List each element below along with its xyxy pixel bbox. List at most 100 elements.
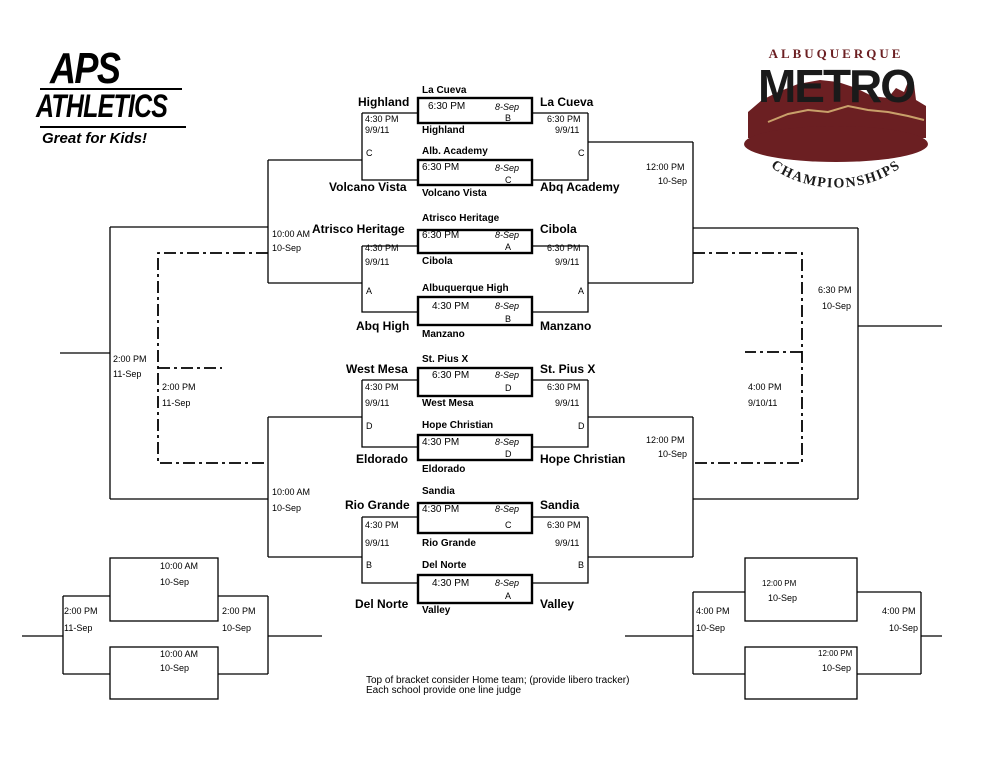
team-sandia: Sandia <box>540 498 580 512</box>
team-abq-academy: Abq Academy <box>540 180 620 194</box>
round2-date: 10-Sep <box>272 243 302 253</box>
aps-logo-tagline: Great for Kids! <box>42 130 148 147</box>
center-court: C <box>505 520 512 530</box>
note-line-judge: Each school provide one line judge <box>366 685 522 696</box>
match-time: 4:30 PM <box>365 382 399 392</box>
center-top-team: Albuquerque High <box>422 283 509 294</box>
match-date: 9/9/11 <box>555 398 580 408</box>
team-la-cueva: La Cueva <box>540 95 594 109</box>
center-bottom-team: Volcano Vista <box>422 188 487 199</box>
metro-logo-top: ALBUQUERQUE <box>769 46 904 61</box>
match-time: 4:30 PM <box>365 243 399 253</box>
match-court: C <box>578 148 585 158</box>
small-right-left-date: 10-Sep <box>696 623 726 633</box>
round2-date: 10-Sep <box>272 503 302 513</box>
center-top-team: Del Norte <box>422 560 467 571</box>
match-date: 9/9/11 <box>555 125 580 135</box>
small-right-left-time: 4:00 PM <box>696 606 730 616</box>
team-abq-high: Abq High <box>356 319 410 333</box>
center-date: 8-Sep <box>495 102 520 112</box>
round2-time: 10:00 AM <box>272 229 311 239</box>
match-court: C <box>366 148 373 158</box>
center-court: D <box>505 449 512 459</box>
center-date: 8-Sep <box>495 504 520 514</box>
small-left-top-time: 10:00 AM <box>160 561 199 571</box>
center-date: 8-Sep <box>495 437 520 447</box>
center-date: 8-Sep <box>495 163 520 173</box>
small-right-top-date: 10-Sep <box>768 593 798 603</box>
center-time: 4:30 PM <box>432 301 470 312</box>
center-court: A <box>505 242 512 252</box>
match-date: 9/9/11 <box>365 538 390 548</box>
center-top-team: Atrisco Heritage <box>422 213 500 224</box>
metro-championships-logo: ALBUQUERQUE METRO CHAMPIONSHIPS <box>728 40 944 198</box>
small-right-bottom-date: 10-Sep <box>822 663 852 673</box>
match-court: A <box>578 286 585 296</box>
consolation-date: 11-Sep <box>162 398 191 408</box>
center-date: 8-Sep <box>495 301 520 311</box>
aps-logo-rule-2 <box>40 126 186 128</box>
match-time: 6:30 PM <box>547 520 581 530</box>
right-consolation-date: 9/10/11 <box>748 398 778 408</box>
aps-athletics-logo: APS ATHLETICS Great for Kids! <box>36 44 186 154</box>
small-left-right-time: 2:00 PM <box>222 606 256 616</box>
center-time: 4:30 PM <box>432 578 470 589</box>
small-left-bottom-date: 10-Sep <box>160 663 190 673</box>
center-bottom-team: West Mesa <box>422 398 474 409</box>
match-date: 9/9/11 <box>365 257 390 267</box>
center-date: 8-Sep <box>495 230 520 240</box>
match-time: 4:30 PM <box>365 114 399 124</box>
match-court: D <box>366 421 373 431</box>
center-court: D <box>505 383 512 393</box>
team-cibola: Cibola <box>540 222 577 236</box>
team-hope-christian: Hope Christian <box>540 452 626 466</box>
match-court: B <box>366 560 373 570</box>
center-court: B <box>505 113 512 123</box>
small-left-bottom-time: 10:00 AM <box>160 649 199 659</box>
team-highland: Highland <box>358 95 410 109</box>
round2-time: 10:00 AM <box>272 487 311 497</box>
center-time: 6:30 PM <box>428 101 466 112</box>
team-manzano: Manzano <box>540 319 592 333</box>
center-bottom-team: Eldorado <box>422 464 466 475</box>
center-time: 4:30 PM <box>422 504 460 515</box>
small-right-top-time: 12:00 PM <box>762 579 797 588</box>
match-court: D <box>578 421 585 431</box>
center-time: 6:30 PM <box>422 162 460 173</box>
aps-logo-line2: ATHLETICS <box>36 88 168 124</box>
final-time: 2:00 PM <box>113 354 147 364</box>
match-date: 9/9/11 <box>365 398 390 408</box>
final-date: 11-Sep <box>113 369 142 379</box>
metro-logo-arc: CHAMPIONSHIPS <box>768 158 903 192</box>
center-top-team: St. Pius X <box>422 354 469 365</box>
team-atrisco-heritage: Atrisco Heritage <box>312 222 405 236</box>
aps-logo-line1: APS <box>50 44 121 93</box>
team-west-mesa: West Mesa <box>346 362 408 376</box>
team-rio-grande: Rio Grande <box>345 498 410 512</box>
metro-logo-main: METRO <box>758 60 914 112</box>
match-time: 6:30 PM <box>547 243 581 253</box>
round2-date: 10-Sep <box>658 449 688 459</box>
small-left-final-date: 11-Sep <box>64 623 93 633</box>
center-top-team: La Cueva <box>422 85 467 96</box>
round2-date: 10-Sep <box>658 176 688 186</box>
center-bottom-team: Manzano <box>422 329 465 340</box>
round2-time: 12:00 PM <box>646 162 685 172</box>
center-court: C <box>505 175 512 185</box>
team-del-norte: Del Norte <box>355 597 409 611</box>
small-right-right-time: 4:00 PM <box>882 606 916 616</box>
center-top-team: Hope Christian <box>422 420 494 431</box>
center-date: 8-Sep <box>495 370 520 380</box>
small-right-right-date: 10-Sep <box>889 623 919 633</box>
team-eldorado: Eldorado <box>356 452 409 466</box>
match-date: 9/9/11 <box>555 538 580 548</box>
team-st-pius-x: St. Pius X <box>540 362 596 376</box>
center-bottom-team: Highland <box>422 125 465 136</box>
right-final-time: 6:30 PM <box>818 285 852 295</box>
team-valley: Valley <box>540 597 575 611</box>
center-top-team: Sandia <box>422 486 455 497</box>
match-date: 9/9/11 <box>555 257 580 267</box>
center-bottom-team: Rio Grande <box>422 538 476 549</box>
center-time: 6:30 PM <box>432 370 470 381</box>
note-home-team: Top of bracket consider Home team; (prov… <box>366 675 630 686</box>
